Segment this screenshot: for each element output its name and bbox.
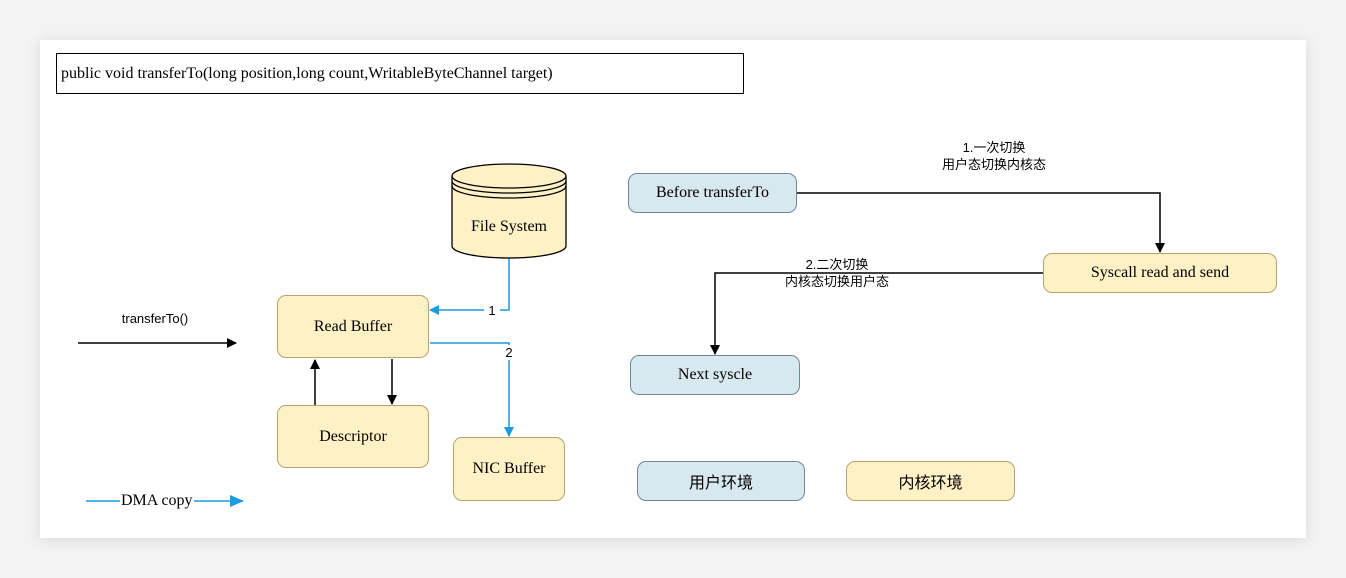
database-cylinder-icon: [451, 163, 567, 259]
descriptor-node: Descriptor: [277, 405, 429, 468]
dma-arrow-2: [430, 342, 514, 437]
dma-arrow-1: [429, 258, 510, 315]
switch-1-desc: 用户态切换内核态: [941, 157, 1046, 172]
transferto-call-label: transferTo(): [121, 311, 189, 326]
before-transferto-node: Before transferTo: [628, 173, 797, 213]
switch-2-title: 2.二次切换: [752, 257, 922, 272]
read-buffer-node: Read Buffer: [277, 295, 429, 358]
file-system-label: File System: [470, 218, 547, 235]
switch-1-title: 1.一次切换: [962, 140, 1026, 155]
dma-step-2-label: 2: [501, 345, 517, 360]
legend-kernel-env: 内核环境: [846, 461, 1015, 501]
syscall-read-send-node: Syscall read and send: [1043, 253, 1277, 293]
dma-copy-legend-label: DMA copy: [120, 492, 194, 510]
switch-1-arrow: [797, 192, 1165, 253]
next-syscle-node: Next syscle: [630, 355, 800, 395]
method-signature: public void transferTo(long position,lon…: [56, 53, 744, 94]
nic-buffer-node: NIC Buffer: [453, 437, 565, 501]
switch-2-arrow: [710, 272, 1043, 355]
legend-user-env: 用户环境: [637, 461, 805, 501]
dma-step-1-label: 1: [484, 303, 500, 318]
switch-2-desc: 内核态切换用户态: [752, 274, 922, 289]
